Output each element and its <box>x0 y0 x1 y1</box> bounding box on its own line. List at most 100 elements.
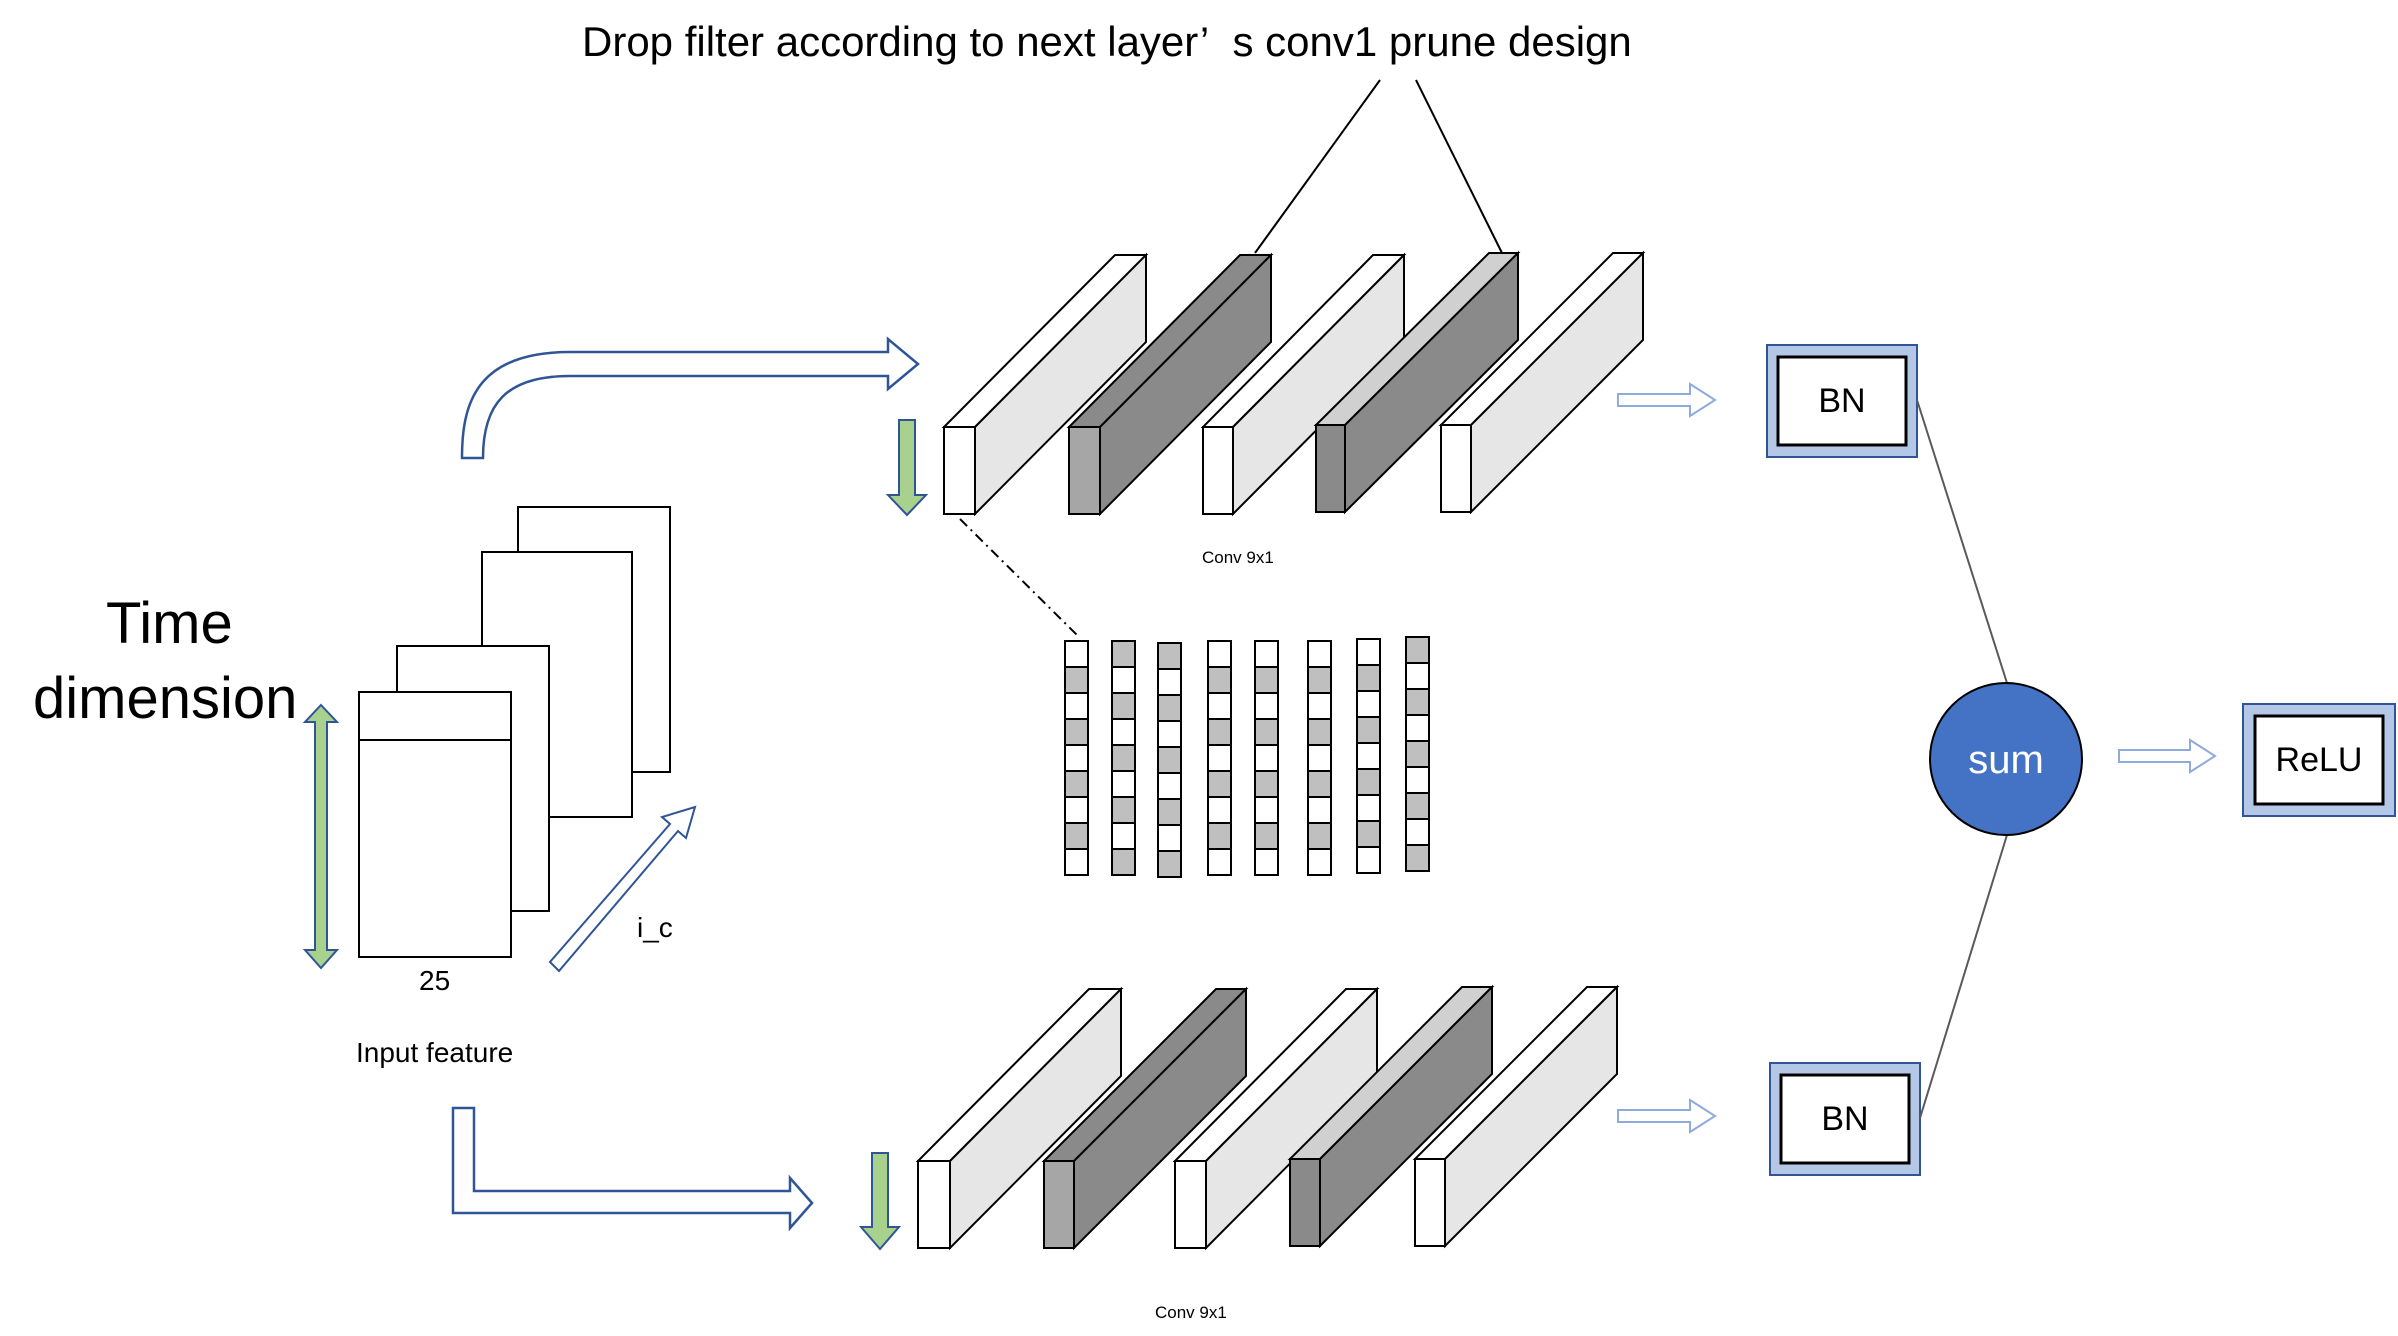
bn-box-top: BN <box>1766 344 1918 458</box>
kernel-cell <box>1157 824 1182 852</box>
kernel-cell <box>1405 844 1430 872</box>
kernel-cell <box>1405 740 1430 768</box>
top-filter-bank <box>941 250 1646 517</box>
kernel-cell <box>1207 770 1232 798</box>
sum-to-relu-arrow <box>2118 738 2217 774</box>
bottom-to-bn-arrow <box>1617 1098 1717 1134</box>
channel-arrow <box>548 805 697 973</box>
kernel-cell <box>1157 694 1182 722</box>
kernel-cell <box>1254 744 1279 772</box>
kernel-cell <box>1307 744 1332 772</box>
conv-top-label: Conv 9x1 <box>1202 548 1274 567</box>
kernel-cell <box>1157 850 1182 878</box>
kernel-cell <box>1254 666 1279 694</box>
kernel-cell <box>1111 718 1136 746</box>
top-filter-1 <box>941 252 1149 517</box>
kernel-cell <box>1064 718 1089 746</box>
kernel-cell <box>1207 796 1232 824</box>
top-down-arrow <box>885 419 929 517</box>
kernel-cell <box>1111 822 1136 850</box>
kernel-cell <box>1405 792 1430 820</box>
kernel-cell <box>1111 692 1136 720</box>
kernel-cell <box>1064 640 1089 668</box>
top-filter-2-pruned <box>1066 252 1274 517</box>
curved-arrow-to-top-conv <box>460 336 920 460</box>
relu-box: ReLU <box>2242 703 2396 817</box>
bottom-filter-bank <box>915 984 1620 1251</box>
kernel-cell <box>1254 640 1279 668</box>
annotation-line-right <box>1415 79 1503 254</box>
kernel-cell <box>1356 768 1381 796</box>
kernel-cell <box>1207 744 1232 772</box>
kernel-cell <box>1254 848 1279 876</box>
kernel-cell <box>1254 822 1279 850</box>
kernel-cell <box>1254 796 1279 824</box>
kernel-cell <box>1254 770 1279 798</box>
kernel-cell <box>1307 770 1332 798</box>
top-filter-4-pruned <box>1313 250 1521 515</box>
bn-top-to-sum-line <box>1916 399 2008 684</box>
kernel-cell <box>1157 642 1182 670</box>
kernel-cell <box>1064 744 1089 772</box>
kernel-cell <box>1064 692 1089 720</box>
kernel-cell <box>1356 690 1381 718</box>
input-feature-caption: Input feature <box>356 1037 513 1068</box>
elbow-arrow-to-bottom-conv <box>451 1106 814 1232</box>
bn-box-bottom: BN <box>1769 1062 1921 1176</box>
kernel-cell <box>1157 668 1182 696</box>
kernel-grid <box>1064 636 1430 878</box>
kernel-cell <box>1111 744 1136 772</box>
kernel-cell <box>1157 798 1182 826</box>
width-label: 25 <box>419 965 450 996</box>
bottom-filter-4-pruned <box>1287 984 1495 1249</box>
top-to-bn-arrow <box>1617 382 1717 418</box>
kernel-cell <box>1111 848 1136 876</box>
kernel-cell <box>1307 666 1332 694</box>
kernel-cell <box>1356 820 1381 848</box>
kernel-cell <box>1157 720 1182 748</box>
time-dimension-double-arrow <box>302 703 340 970</box>
kernel-cell <box>1356 846 1381 874</box>
bottom-filter-2-pruned <box>1041 986 1249 1251</box>
bn-bottom-to-sum-line <box>1919 834 2008 1119</box>
kernel-cell <box>1307 692 1332 720</box>
conv-bottom-label: Conv 9x1 <box>1155 1303 1227 1322</box>
kernel-cell <box>1254 718 1279 746</box>
kernel-cell <box>1111 640 1136 668</box>
kernel-cell <box>1356 664 1381 692</box>
kernel-cell <box>1356 742 1381 770</box>
bottom-filter-1 <box>915 986 1124 1251</box>
kernel-cell <box>1405 818 1430 846</box>
kernel-cell <box>1307 822 1332 850</box>
kernel-cell <box>1207 640 1232 668</box>
time-dimension-label-line2: dimension <box>33 666 297 731</box>
kernel-cell <box>1405 714 1430 742</box>
kernel-cell <box>1157 746 1182 774</box>
kernel-cell <box>1307 718 1332 746</box>
kernel-cell <box>1064 822 1089 850</box>
kernel-cell <box>1356 716 1381 744</box>
kernel-cell <box>1111 796 1136 824</box>
kernel-cell <box>1254 692 1279 720</box>
kernel-cell <box>1405 636 1430 664</box>
kernel-cell <box>1207 848 1232 876</box>
annotation-line-left <box>1254 79 1381 254</box>
relu-label: ReLU <box>2276 741 2363 779</box>
kernel-cell <box>1064 770 1089 798</box>
kernel-cell <box>1111 770 1136 798</box>
kernel-cell <box>1064 848 1089 876</box>
kernel-cell <box>1405 662 1430 690</box>
header-title: Drop filter according to next layer’ s c… <box>582 18 1632 65</box>
kernel-cell <box>1356 638 1381 666</box>
kernel-cell <box>1064 666 1089 694</box>
top-filter-5 <box>1438 250 1646 515</box>
top-filter-3 <box>1200 252 1407 517</box>
input-feature-stack <box>358 506 671 958</box>
feature-map-1 <box>358 691 512 958</box>
bn-top-label: BN <box>1818 382 1865 420</box>
kernel-cell <box>1207 718 1232 746</box>
sum-label: sum <box>1968 738 2044 782</box>
kernel-cell <box>1356 794 1381 822</box>
channel-label: i_c <box>637 912 673 943</box>
